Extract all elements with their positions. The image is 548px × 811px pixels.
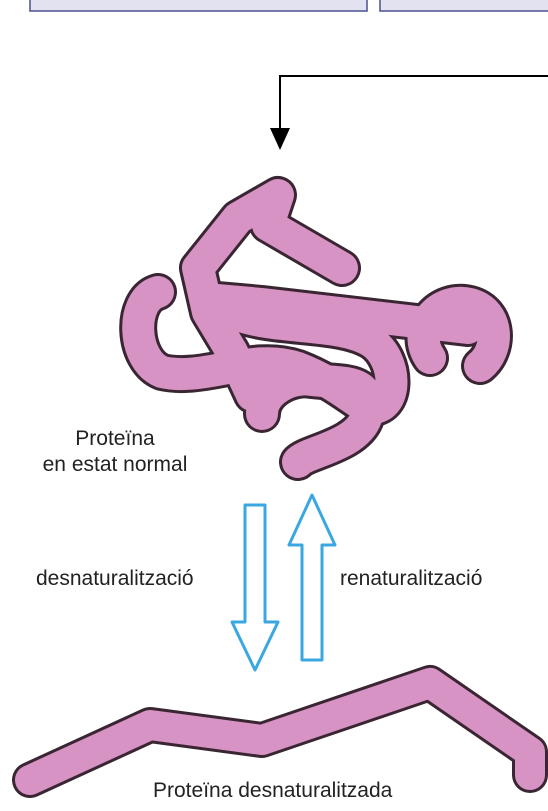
label-protein-normal-line2: en estat normal [20,452,210,478]
denatured-protein [30,683,530,780]
label-protein-normal-line1: Proteïna [20,426,210,452]
label-protein-normal: Proteïna en estat normal [20,426,210,479]
denaturation-arrow [232,505,278,670]
top-box-right [380,0,548,11]
connector-arrow [270,76,548,150]
renaturation-arrow [289,495,335,660]
label-renaturation: renaturalització [340,566,482,592]
folded-protein [138,195,494,462]
label-protein-denatured: Proteïna desnaturalitzada [153,778,392,804]
top-box-left [30,0,367,11]
label-denaturation: desnaturalització [36,566,194,592]
